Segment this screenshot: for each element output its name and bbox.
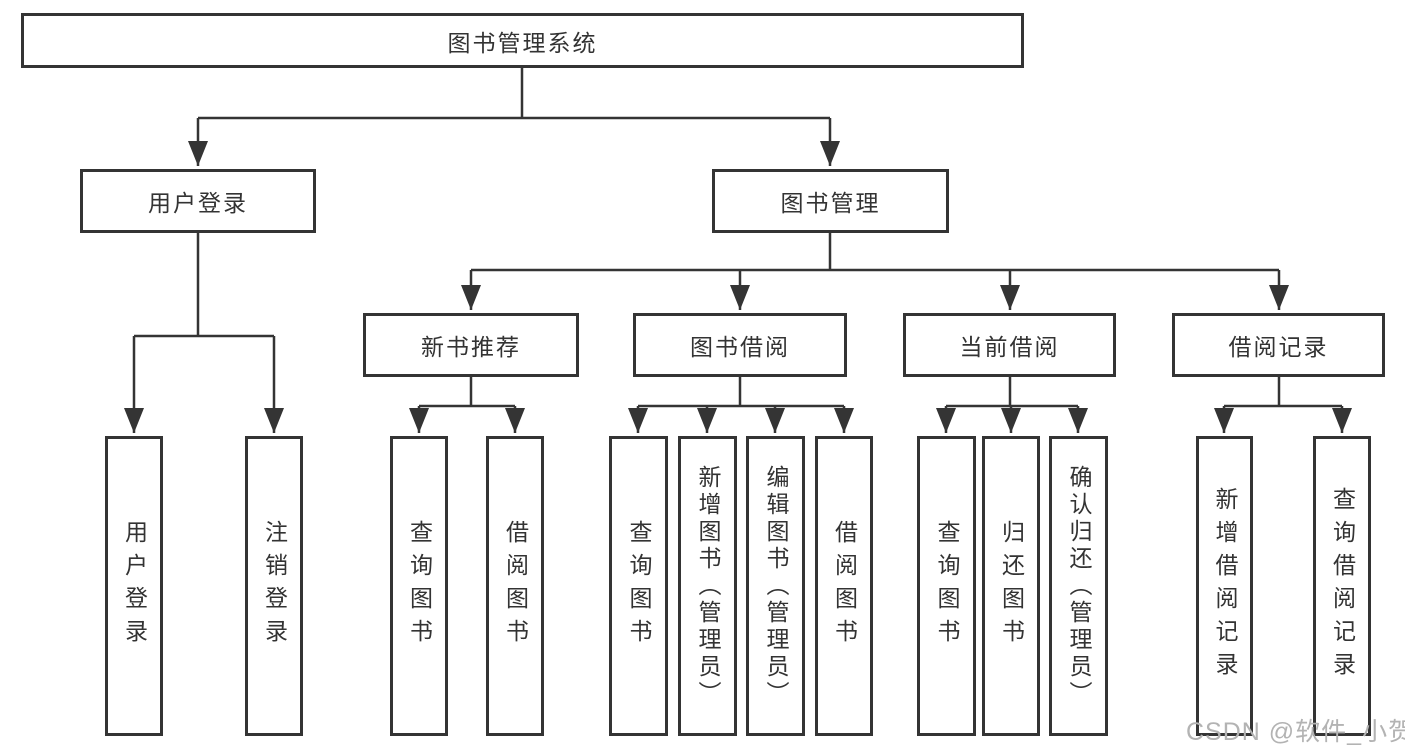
node-library-management-system: 图书管理系统	[21, 13, 1024, 68]
leaf-user-login: 用户登录	[105, 436, 163, 736]
leaf-query-books: 查询图书	[609, 436, 668, 736]
leaf-confirm-return-admin: 确认归还（管理员）	[1049, 436, 1108, 736]
node-new-book-recommendation: 新书推荐	[363, 313, 579, 377]
leaf-borrow-books: 借阅图书	[486, 436, 544, 736]
node-book-management: 图书管理	[712, 169, 949, 233]
node-borrowing-records: 借阅记录	[1172, 313, 1385, 377]
leaf-borrow-books: 借阅图书	[815, 436, 873, 736]
node-current-borrowing: 当前借阅	[903, 313, 1116, 377]
node-book-borrowing: 图书借阅	[633, 313, 847, 377]
leaf-logout: 注销登录	[245, 436, 303, 736]
leaf-return-books: 归还图书	[982, 436, 1040, 736]
csdn-watermark: CSDN @软件_小贺同学	[1186, 718, 1405, 746]
leaf-add-borrow-record: 新增借阅记录	[1196, 436, 1253, 736]
node-user-login: 用户登录	[80, 169, 316, 233]
leaf-query-books: 查询图书	[917, 436, 976, 736]
leaf-query-borrow-record: 查询借阅记录	[1313, 436, 1371, 736]
leaf-edit-books-admin: 编辑图书（管理员）	[746, 436, 805, 736]
leaf-query-books: 查询图书	[390, 436, 448, 736]
leaf-add-books-admin: 新增图书（管理员）	[678, 436, 737, 736]
